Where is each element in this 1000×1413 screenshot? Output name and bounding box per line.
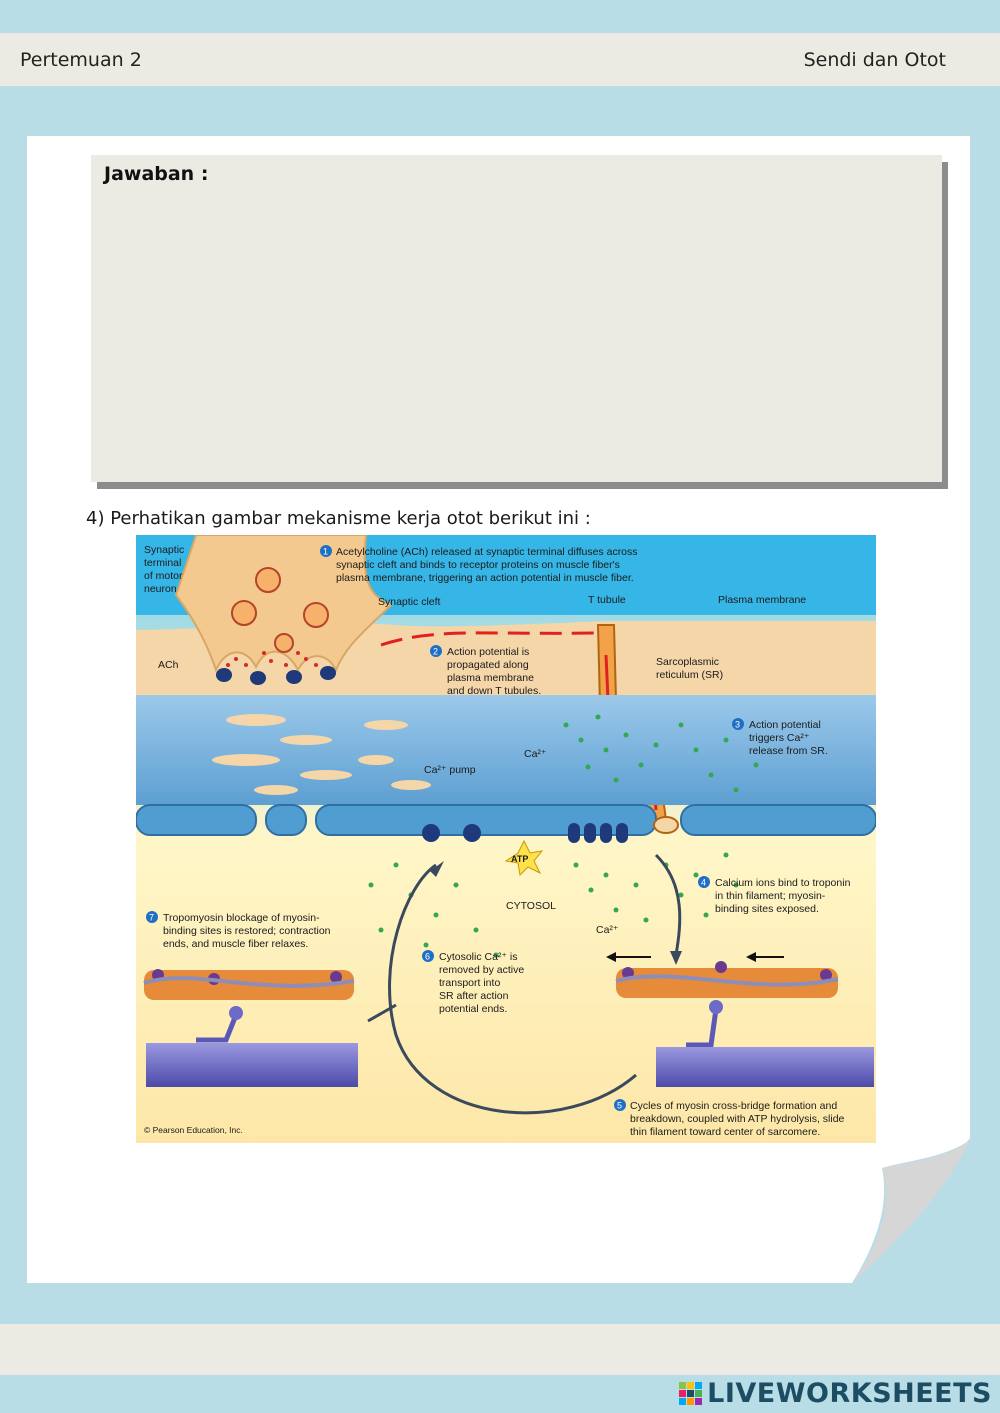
calcium-label-upper: Ca²⁺ xyxy=(524,748,547,760)
question-4: 4) Perhatikan gambar mekanisme kerja oto… xyxy=(86,508,591,529)
step-1-badge xyxy=(320,545,332,557)
step-4-text: Calcium ions bind to troponin in thin fi… xyxy=(715,877,853,915)
step-7-badge xyxy=(146,911,158,923)
step-1-number: 1 xyxy=(323,547,328,557)
top-strip xyxy=(0,0,1000,33)
atp-label: ATP xyxy=(511,854,528,864)
step-5-number: 5 xyxy=(617,1101,622,1111)
step-2-badge xyxy=(430,645,442,657)
header-left-title: Pertemuan 2 xyxy=(20,48,142,71)
cytosol-label: CYTOSOL xyxy=(506,900,556,912)
page-footer xyxy=(0,1324,1000,1375)
step-7-number: 7 xyxy=(149,913,154,923)
step-6-badge xyxy=(422,950,434,962)
synaptic-cleft-label: Synaptic cleft xyxy=(378,596,441,608)
step-4-number: 4 xyxy=(701,878,706,888)
figure-svg: Synaptic terminal of motor neuron ACh Sy… xyxy=(136,535,876,1143)
page-header: Pertemuan 2 Sendi dan Otot xyxy=(0,33,1000,86)
step-3-number: 3 xyxy=(735,720,740,730)
vesicles xyxy=(231,567,329,653)
ca-pump-label: Ca²⁺ pump xyxy=(424,764,476,776)
liveworksheets-logo[interactable]: LIVEWORKSHEETS xyxy=(679,1377,992,1409)
page-curl xyxy=(852,1138,970,1283)
t-tubule-label: T tubule xyxy=(588,594,626,606)
step-6-text: Cytosolic Ca²⁺ is removed by active tran… xyxy=(439,951,527,1015)
ach-label: ACh xyxy=(158,659,179,671)
muscle-mechanism-figure: Synaptic terminal of motor neuron ACh Sy… xyxy=(136,535,876,1143)
logo-wordmark: LIVEWORKSHEETS xyxy=(707,1377,992,1409)
step-2-text: Action potential is propagated along pla… xyxy=(447,646,541,697)
answer-box[interactable]: Jawaban : xyxy=(91,155,942,482)
step-6-number: 6 xyxy=(425,952,430,962)
plasma-membrane-label: Plasma membrane xyxy=(718,594,806,606)
step-5-text: Cycles of myosin cross-bridge formation … xyxy=(630,1100,847,1138)
copyright-label: © Pearson Education, Inc. xyxy=(144,1125,243,1135)
step-1-text: Acetylcholine (ACh) released at synaptic… xyxy=(336,546,640,584)
step-3-text: Action potential triggers Ca²⁺ release f… xyxy=(749,719,828,757)
answer-label: Jawaban : xyxy=(104,163,209,185)
step-2-number: 2 xyxy=(433,647,438,657)
step-5-badge xyxy=(614,1099,626,1111)
header-right-title: Sendi dan Otot xyxy=(803,48,946,71)
logo-icon xyxy=(679,1381,703,1405)
step-3-badge xyxy=(732,718,744,730)
neuron-label: Synaptic terminal of motor neuron xyxy=(144,544,187,595)
sr-label: Sarcoplasmic reticulum (SR) xyxy=(656,656,723,681)
step-7-text: Tropomyosin blockage of myosin- binding … xyxy=(163,912,333,950)
step-4-badge xyxy=(698,876,710,888)
calcium-label-lower: Ca²⁺ xyxy=(596,924,619,936)
